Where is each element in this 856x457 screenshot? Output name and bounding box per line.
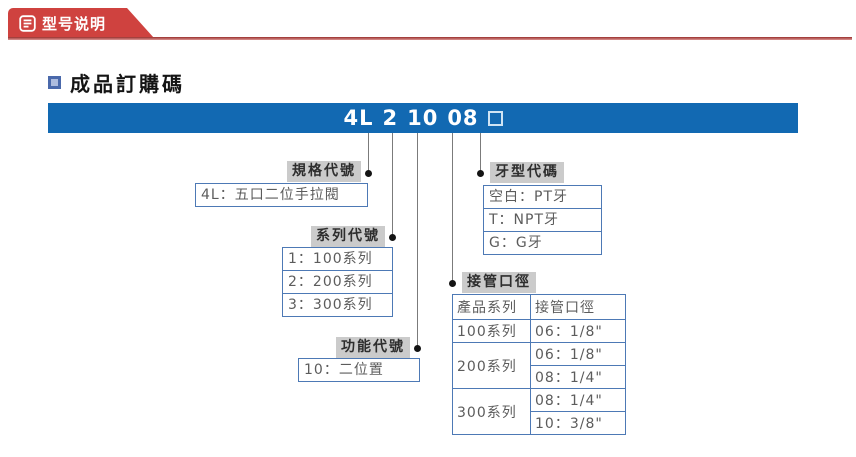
connector-line-series <box>392 133 393 237</box>
connector-line-spec <box>368 133 369 173</box>
port-table-size-cell: 06：1/8" <box>530 319 626 343</box>
thread-code-list: 空白：PT牙 T：NPT牙 G：G牙 <box>483 185 602 255</box>
function-code-value: 10：二位置 <box>298 358 420 382</box>
connector-line-thread <box>480 133 481 173</box>
code-segment-series: 2 <box>382 105 399 130</box>
code-segment-port: 08 <box>447 105 479 130</box>
code-segment-function: 10 <box>407 105 439 130</box>
series-code-item: 3：300系列 <box>282 293 393 317</box>
connector-dot-port <box>449 280 456 287</box>
connector-line-port <box>452 133 453 283</box>
port-table-size-cell: 10：3/8" <box>530 411 626 435</box>
port-table-size-cell: 08：1/4" <box>530 388 626 412</box>
port-table-series-cell: 100系列 <box>452 319 531 343</box>
thread-code-item: T：NPT牙 <box>483 208 602 232</box>
thread-code-item: 空白：PT牙 <box>483 185 602 209</box>
code-segment-spec: 4L <box>343 105 374 130</box>
series-code-item: 2：200系列 <box>282 270 393 294</box>
thread-code-item: G：G牙 <box>483 231 602 255</box>
port-table-series-cell: 300系列 <box>452 388 531 435</box>
port-size-table: 產品系列 接管口徑 100系列 06：1/8" 200系列 06：1/8" 08… <box>452 294 626 435</box>
port-table-series-cell: 200系列 <box>452 342 531 389</box>
banner-rule <box>8 37 852 40</box>
connector-dot-thread <box>477 170 484 177</box>
port-table-row-100: 100系列 06：1/8" <box>452 319 626 343</box>
connector-dot-spec <box>365 170 372 177</box>
section-title: 成品訂購碼 <box>70 72 185 96</box>
form-icon <box>19 14 36 32</box>
port-table-header-size: 接管口徑 <box>530 294 626 320</box>
port-table-row-200b: 08：1/4" <box>453 365 626 389</box>
connector-dot-function <box>414 345 421 352</box>
spec-code-value: 4L：五口二位手拉閥 <box>195 183 368 207</box>
order-code-bar: 4L 2 10 08 <box>48 103 798 133</box>
thread-code-label: 牙型代碼 <box>490 162 564 183</box>
square-bullet-icon <box>48 76 61 89</box>
port-table-row-300: 300系列 08：1/4" <box>452 388 626 435</box>
connector-line-function <box>417 133 418 348</box>
connector-dot-series <box>389 234 396 241</box>
port-table-size-cell: 06：1/8" <box>530 342 626 366</box>
banner-title: 型号说明 <box>42 14 107 33</box>
port-table-size-cell: 08：1/4" <box>530 365 626 389</box>
spec-code-label: 規格代號 <box>287 161 361 182</box>
port-table-row-300b: 10：3/8" <box>453 411 626 435</box>
series-code-list: 1：100系列 2：200系列 3：300系列 <box>282 247 393 317</box>
series-code-label: 系列代號 <box>311 226 385 247</box>
port-table-header-series: 產品系列 <box>452 294 531 320</box>
port-size-label: 接管口徑 <box>462 272 536 293</box>
section-heading: 成品訂購碼 <box>48 68 185 97</box>
blank-thread-square-icon <box>487 110 503 126</box>
function-code-label: 功能代號 <box>336 337 410 358</box>
port-table-row-200: 200系列 06：1/8" <box>452 342 626 389</box>
port-table-header-row: 產品系列 接管口徑 <box>452 294 626 320</box>
series-code-item: 1：100系列 <box>282 247 393 271</box>
section-banner: 型号说明 <box>8 8 154 38</box>
